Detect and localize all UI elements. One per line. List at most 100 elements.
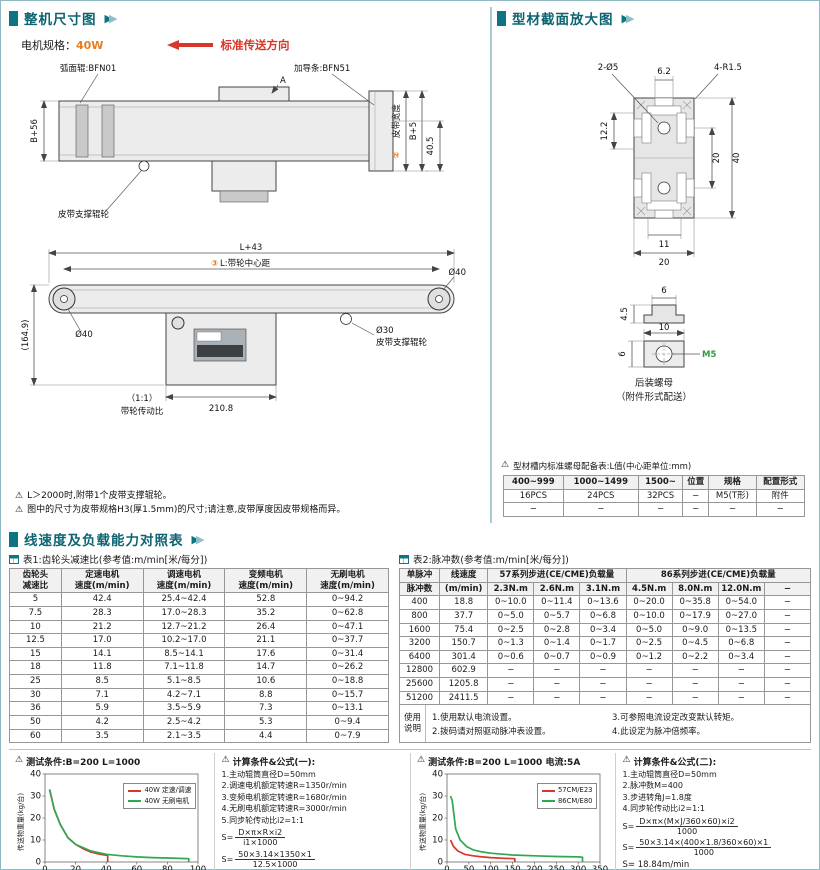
text-line: 5.同步轮传动比i2=1:1	[221, 815, 305, 825]
table-cell: 0~2.5	[625, 636, 673, 651]
table-cell: 0~2.8	[533, 622, 581, 638]
motor-unit	[165, 312, 277, 386]
nut-caption: 后装螺母 （附件形式配送）	[497, 377, 811, 405]
conveyor-side-view-drawing: L+43 ③ L:带轮中心距 Ø40 Ø40 Ø30 皮带支撑辊轮 (164.9…	[21, 243, 466, 417]
table-cell: 0~47.1	[306, 619, 389, 635]
dim-2-o5: 2-Ø5	[598, 62, 619, 73]
caption-text: 表2:脉冲数(参考值:m/min[米/每分])	[413, 555, 569, 566]
table-cell: 2.1~3.5	[142, 728, 226, 744]
table-cell: 0~54.0	[717, 595, 765, 610]
table-cell: 0~20.0	[625, 595, 673, 610]
col-header: 3.1N.m	[579, 581, 627, 597]
label-m5: M5	[702, 350, 716, 360]
svg-text:200: 200	[526, 865, 542, 870]
svg-text:350: 350	[592, 865, 608, 870]
pulse-table: 单脉冲 线速度 57系列步进(CE/CME)负载量 86系列步进(CE/CME)…	[398, 568, 812, 706]
text-line: 4.同步轮传动比i2=1:1	[622, 804, 706, 814]
table-cell: 8.5	[60, 674, 144, 689]
col-header: 线速度	[439, 568, 489, 583]
dim-210-8: 210.8	[209, 404, 233, 414]
table-cell: 8.5~14.1	[142, 646, 226, 662]
table-cell: 0~94.2	[306, 592, 389, 607]
table-cell: 301.4	[439, 649, 489, 665]
panel-divider	[490, 7, 492, 523]
tables-row: 表1:齿轮头减速比(参考值:m/min[米/每分]) 齿轮头减速比 定速电机速度…	[9, 552, 812, 744]
table-cell: −	[487, 690, 535, 706]
svg-text:40: 40	[101, 865, 112, 870]
profile-cross-section-drawing: 2-Ø5 6.2 4-R1.5 12.2 20 40	[598, 62, 742, 268]
label-arc-roller: 弧面辊:BFN01	[60, 63, 116, 74]
legend-item: 40W 定速/调速	[128, 785, 191, 796]
table-cell: 11.8	[60, 660, 144, 675]
col-header: 无刷电机速度(m/min)	[306, 567, 389, 594]
table-cell: 7.1~11.8	[142, 660, 226, 675]
table-cell: 0~0.9	[579, 649, 627, 665]
table-cell: 0~7.9	[306, 728, 389, 744]
dim-b56: B+56	[30, 119, 40, 143]
col-header: 8.0N.m	[671, 581, 719, 597]
table-cell: 800	[398, 608, 441, 624]
svg-text:100: 100	[190, 865, 206, 870]
svg-text:0: 0	[42, 865, 47, 870]
conveyor-top-view-drawing: 弧面辊:BFN01 加导条:BFN51 A B+56 皮带宽度 ② B+5	[30, 63, 444, 220]
col-header: 位置	[682, 475, 710, 490]
table-cell: −	[625, 690, 673, 706]
label-support-roller: 皮带支撑辊轮	[58, 209, 110, 220]
warning-icon: ⚠	[501, 460, 510, 471]
text-line: 2.拨码请对照驱动脉冲表设置。	[432, 726, 551, 737]
table-cell: −	[763, 663, 812, 678]
svg-text:50: 50	[463, 865, 474, 870]
svg-text:0: 0	[36, 857, 41, 867]
table-cell: 0~6.8	[579, 608, 627, 624]
t-nut-front-view	[643, 304, 685, 324]
table-cell: 2411.5	[439, 690, 489, 706]
table-cell: 8.8	[224, 687, 308, 703]
table-cell: 12.5	[9, 633, 62, 648]
warning-icon: ⚠	[15, 504, 24, 515]
profile-section-panel: 型材截面放大图 ▶▶ 2-Ø5	[497, 7, 811, 523]
table-cell: 5.1~8.5	[142, 674, 226, 689]
table-cell: −	[671, 677, 719, 692]
svg-text:250: 250	[548, 865, 564, 870]
table-cell: 36	[9, 701, 62, 716]
table-cell: −	[579, 663, 627, 678]
col-header: 定速电机速度(m/min)	[60, 567, 144, 594]
svg-text:300: 300	[570, 865, 586, 870]
warning-icon: ⚠	[15, 755, 24, 766]
table-cell: 35.2	[224, 605, 308, 621]
dim-l43: L+43	[240, 243, 263, 253]
table-cell: 30	[9, 687, 62, 703]
table-cell: −	[487, 677, 535, 692]
t-nut-drawing: 6 4.5 10 6 M5	[618, 286, 716, 368]
table-cell: 17.0	[60, 633, 144, 648]
table-cell: 0~13.1	[306, 701, 389, 716]
table-cell: 0~5.7	[533, 608, 581, 624]
direction-label: 标准传送方向	[220, 38, 290, 52]
table-cell: 25	[9, 674, 62, 689]
table-cell: 42.4	[60, 592, 144, 607]
table-cell: 0~1.3	[487, 636, 535, 651]
legend-item: 40W 无刷电机	[128, 796, 191, 807]
dim-12-2: 12.2	[600, 122, 610, 141]
table-cell: 0~3.4	[717, 649, 765, 665]
table-cell: 18.8	[439, 595, 489, 610]
col-header: 单脉冲	[398, 568, 441, 583]
table-cell: 12.7~21.2	[142, 619, 226, 635]
table-header-row: 单脉冲 线速度 57系列步进(CE/CME)负载量 86系列步进(CE/CME)…	[398, 568, 812, 583]
chart1-condition: ⚠ 测试条件:B=200 L=1000	[15, 755, 141, 769]
table-icon	[399, 554, 409, 564]
table-cell: 7.3	[224, 701, 308, 716]
table-cell: −	[763, 677, 812, 692]
